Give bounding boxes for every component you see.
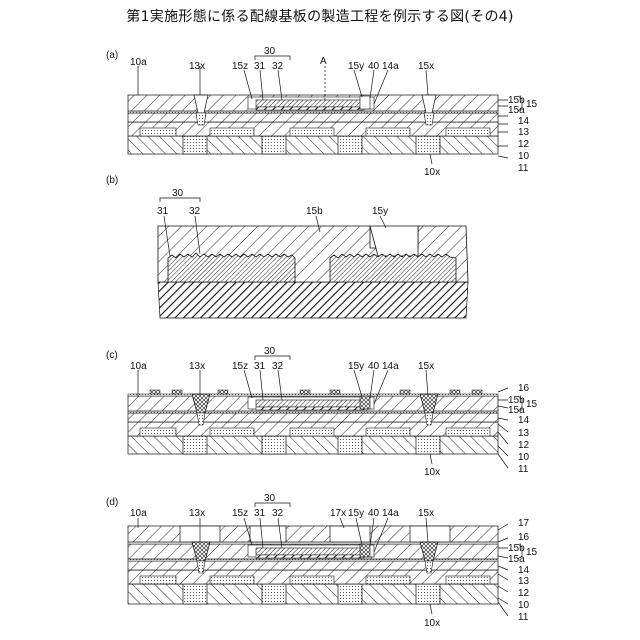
panel-tag: (c) xyxy=(106,350,118,361)
label-11: 11 xyxy=(518,464,529,475)
label-15x: 15x xyxy=(418,361,434,372)
label-16: 16 xyxy=(518,532,530,543)
label-15a: 15a xyxy=(508,554,525,565)
label-10: 10 xyxy=(518,452,530,463)
label-30: 30 xyxy=(172,188,184,199)
label-17x: 17x xyxy=(330,508,346,519)
label-15y: 15y xyxy=(372,206,388,217)
label-15a: 15a xyxy=(508,105,525,116)
label-30: 30 xyxy=(264,493,276,504)
label-13x: 13x xyxy=(189,361,205,372)
label-32: 32 xyxy=(272,361,284,372)
label-32: 32 xyxy=(272,61,284,72)
label-10: 10 xyxy=(518,151,530,162)
label-14a: 14a xyxy=(382,361,399,372)
label-13: 13 xyxy=(518,127,530,138)
label-10x: 10x xyxy=(424,618,440,629)
label-13: 13 xyxy=(518,576,530,587)
label-15: 15 xyxy=(526,547,538,558)
label-12: 12 xyxy=(518,440,530,451)
label-15z: 15z xyxy=(232,508,248,519)
label-15y: 15y xyxy=(348,61,364,72)
component-30 xyxy=(256,100,364,107)
panel-c: (c) 10a xyxy=(106,346,538,478)
label-13x: 13x xyxy=(189,508,205,519)
label-15z: 15z xyxy=(232,361,248,372)
label-30: 30 xyxy=(264,46,276,57)
panel-tag: (b) xyxy=(106,175,118,186)
label-15: 15 xyxy=(526,99,538,110)
label-14: 14 xyxy=(518,116,530,127)
label-A: A xyxy=(320,56,327,67)
label-15y: 15y xyxy=(348,361,364,372)
label-16: 16 xyxy=(518,383,530,394)
label-32: 32 xyxy=(272,508,284,519)
label-13: 13 xyxy=(518,428,530,439)
label-15x: 15x xyxy=(418,61,434,72)
label-40: 40 xyxy=(368,361,380,372)
label-40: 40 xyxy=(368,508,380,519)
layer-16 xyxy=(128,394,498,396)
label-12: 12 xyxy=(518,139,530,150)
panel-a: (a) 10a 13x xyxy=(106,46,538,178)
label-10a: 10a xyxy=(130,361,147,372)
label-15x: 15x xyxy=(418,508,434,519)
label-15z: 15z xyxy=(232,61,248,72)
label-15: 15 xyxy=(526,399,538,410)
label-10a: 10a xyxy=(130,508,147,519)
label-40: 40 xyxy=(368,61,380,72)
label-30: 30 xyxy=(264,346,276,357)
panel-tag: (d) xyxy=(106,497,118,508)
label-10x: 10x xyxy=(424,167,440,178)
label-31: 31 xyxy=(254,61,266,72)
label-31: 31 xyxy=(157,206,169,217)
label-11: 11 xyxy=(518,163,529,174)
panel-b: (b) 30 31 32 15b 15y xyxy=(106,175,468,318)
label-10a: 10a xyxy=(130,57,147,68)
pad-31 xyxy=(168,253,295,282)
label-31: 31 xyxy=(254,361,266,372)
label-12: 12 xyxy=(518,588,530,599)
pad-32 xyxy=(330,254,456,282)
label-10x: 10x xyxy=(424,467,440,478)
panel-tag: (a) xyxy=(106,50,118,61)
label-11: 11 xyxy=(518,612,529,623)
label-15b: 15b xyxy=(508,543,525,554)
label-15y: 15y xyxy=(348,508,364,519)
label-17: 17 xyxy=(518,518,530,529)
label-10: 10 xyxy=(518,600,530,611)
panel-d: (d) 10a 13x 30 15z xyxy=(106,493,538,629)
label-15b: 15b xyxy=(306,206,323,217)
label-14: 14 xyxy=(518,415,530,426)
substrate-layer xyxy=(158,282,468,318)
layer-14 xyxy=(128,113,498,122)
label-14: 14 xyxy=(518,565,530,576)
label-14a: 14a xyxy=(382,61,399,72)
label-14a: 14a xyxy=(382,508,399,519)
label-32: 32 xyxy=(189,206,201,217)
label-31: 31 xyxy=(254,508,266,519)
label-13x: 13x xyxy=(189,61,205,72)
